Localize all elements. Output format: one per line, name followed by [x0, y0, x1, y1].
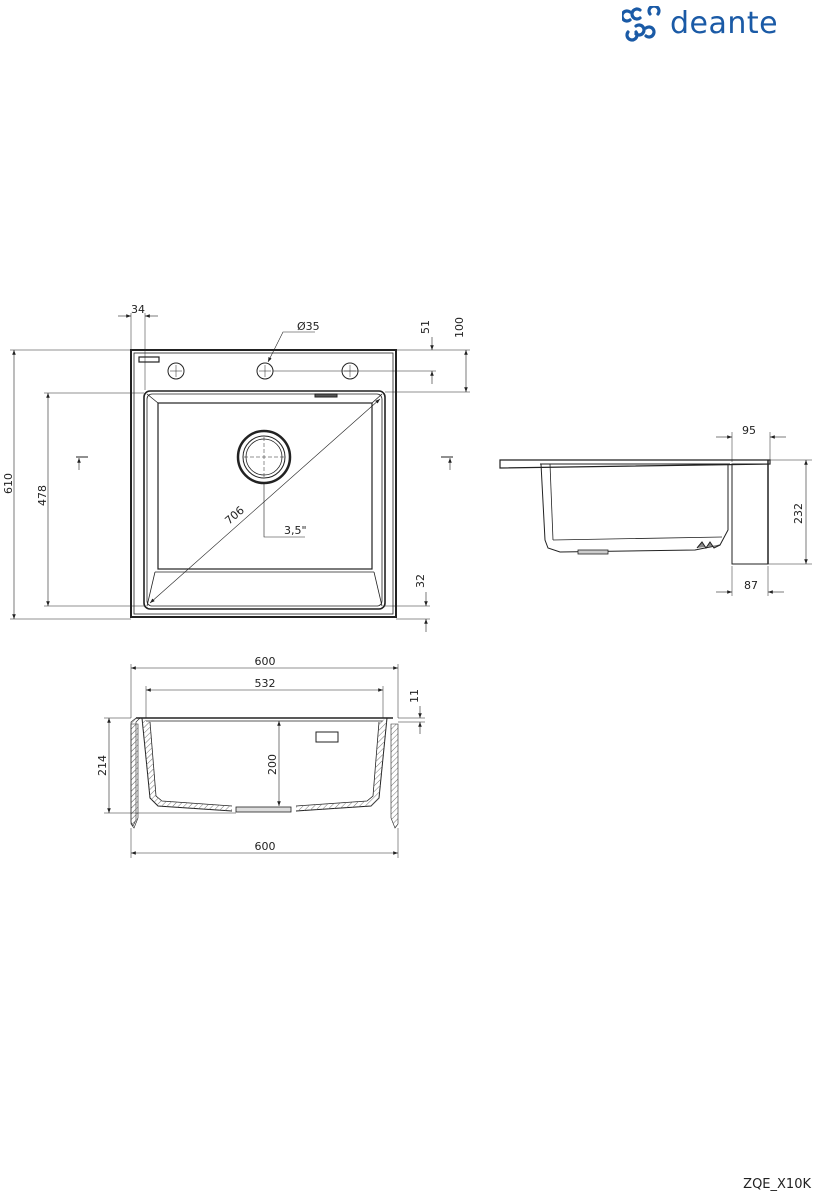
- dim-hole-offset: 34: [131, 303, 145, 316]
- dim-side-height: 232: [792, 503, 805, 524]
- dim-front-bowl-inner-depth: 200: [266, 754, 279, 775]
- dim-hole-depth: 51: [419, 320, 432, 334]
- dim-front-overall-width-bottom: 600: [255, 840, 276, 853]
- dim-diagonal: 706: [222, 504, 246, 528]
- brand-name: deante: [670, 6, 779, 41]
- brand-logo: deante: [622, 6, 778, 42]
- dim-overall-depth: 610: [2, 473, 15, 494]
- dim-drain-size: 3,5": [284, 524, 307, 537]
- dim-front-overall-width-top: 600: [255, 655, 276, 668]
- side-view: [499, 432, 812, 596]
- dim-tap-hole-diameter: Ø35: [297, 320, 320, 333]
- deante-logo-icon: [622, 6, 661, 42]
- dim-front-rim-thickness: 11: [408, 689, 421, 703]
- dim-bottom-margin: 32: [414, 574, 427, 588]
- product-code: ZQE_X10K: [743, 1177, 811, 1192]
- dim-side-top-width: 95: [742, 424, 756, 437]
- top-view: [10, 313, 470, 632]
- front-section-view: [104, 664, 425, 858]
- dim-front-bowl-width: 532: [255, 677, 276, 690]
- dim-front-overall-height: 214: [96, 755, 109, 776]
- dim-bowl-depth: 478: [36, 485, 49, 506]
- dim-bowl-offset-top: 100: [453, 317, 466, 338]
- dim-side-bottom-width: 87: [744, 579, 758, 592]
